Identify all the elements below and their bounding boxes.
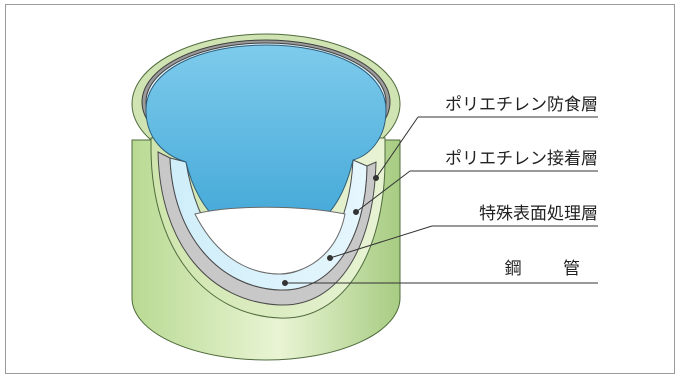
leader-dot-surface-treatment bbox=[327, 255, 333, 261]
leader-line-pe-adhesive-diag bbox=[355, 170, 411, 213]
label-surface-treatment: 特殊表面処理層 bbox=[479, 204, 598, 224]
leader-dot-steel-pipe bbox=[282, 280, 288, 286]
label-pe-adhesive: ポリエチレン接着層 bbox=[445, 149, 598, 169]
leader-dot-pe-adhesive bbox=[353, 209, 359, 215]
label-pe-coating: ポリエチレン防食層 bbox=[445, 95, 598, 115]
pipe-interior bbox=[145, 44, 387, 223]
label-steel-pipe: 鋼 管 bbox=[504, 259, 598, 279]
leader-line-surface-treatment-diag bbox=[329, 225, 433, 259]
interior-back-wall bbox=[194, 206, 346, 275]
leader-dot-pe-coating bbox=[373, 175, 379, 181]
leader-lines bbox=[282, 116, 598, 286]
leader-line-pe-coating-diag bbox=[375, 116, 419, 179]
